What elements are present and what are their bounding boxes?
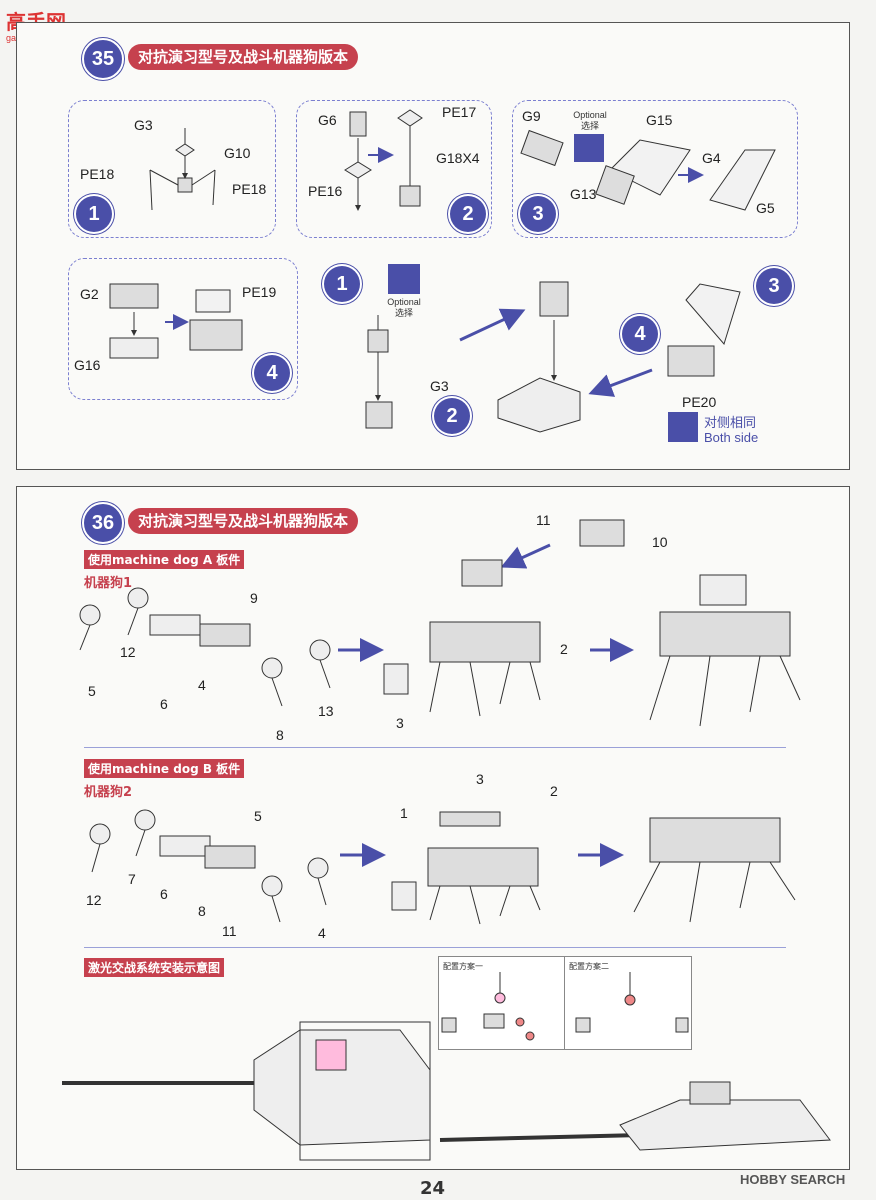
dog-b-bar: 使用machine dog B 板件 (84, 759, 245, 778)
part-label: 1 (400, 805, 408, 821)
section-divider (84, 947, 786, 948)
substep-1-box (68, 100, 276, 238)
final-ref-3: 3 (756, 268, 792, 304)
part-label: G10 (224, 145, 251, 161)
part-label: G18X4 (436, 150, 480, 166)
part-label: 3 (396, 715, 404, 731)
step-36-title: 对抗演习型号及战斗机器狗版本 (128, 508, 359, 534)
substep-number: 3 (520, 196, 556, 232)
part-label: G13 (570, 186, 597, 202)
part-label: 12 (86, 892, 102, 908)
step-35-panel (16, 22, 850, 470)
step-35-badge: 35 (82, 38, 124, 80)
hobby-search-logo: HOBBY SEARCH (740, 1172, 846, 1187)
part-label: G3 (430, 378, 449, 394)
final-ref-4: 4 (622, 316, 658, 352)
both-side-en: Both side (704, 430, 759, 445)
laser-scheme-box: 配置方案一 配置方案二 (438, 956, 692, 1050)
part-label: 9 (250, 590, 258, 606)
optional-en: Optional (573, 110, 607, 120)
substep-4-box (68, 258, 298, 400)
part-label: 8 (276, 727, 284, 743)
optional-select-icon (574, 134, 604, 162)
part-label: 2 (560, 641, 568, 657)
step-35-title: 对抗演习型号及战斗机器狗版本 (128, 44, 359, 70)
part-label: G3 (134, 117, 153, 133)
dog-a-name: 机器狗1 (84, 576, 133, 591)
optional-select-icon (388, 264, 420, 294)
part-label: 13 (318, 703, 334, 719)
final-ref-1: 1 (324, 266, 360, 302)
part-label: 5 (88, 683, 96, 699)
part-label: PE16 (308, 183, 343, 199)
part-label: G9 (522, 108, 541, 124)
part-label: G15 (646, 112, 673, 128)
part-label: 7 (128, 871, 136, 887)
part-label: PE20 (682, 394, 717, 410)
part-label: 10 (652, 534, 668, 550)
part-label: 4 (198, 677, 206, 693)
dog-b-name: 机器狗2 (84, 785, 133, 800)
substep-number: 4 (254, 355, 290, 391)
substep-3-box (512, 100, 798, 238)
substep-number: 1 (76, 196, 112, 232)
part-label: G2 (80, 286, 99, 302)
part-label: 5 (254, 808, 262, 824)
final-ref-2: 2 (434, 398, 470, 434)
part-label: PE18 (232, 181, 267, 197)
part-label: PE18 (80, 166, 115, 182)
substep-number: 2 (450, 196, 486, 232)
laser-section-bar: 激光交战系统安装示意图 (84, 958, 225, 977)
scheme-1-label: 配置方案一 (443, 962, 483, 971)
step-36-badge: 36 (82, 502, 124, 544)
optional-note: Optional 选择 (378, 297, 430, 319)
optional-note: Optional 选择 (566, 110, 614, 132)
part-label: PE19 (242, 284, 277, 300)
part-label: 12 (120, 644, 136, 660)
part-label: G16 (74, 357, 101, 373)
optional-cn: 选择 (394, 308, 413, 318)
part-label: 11 (536, 512, 551, 528)
optional-cn: 选择 (580, 121, 599, 131)
part-label: 6 (160, 886, 168, 902)
part-label: 6 (160, 696, 168, 712)
dog-a-bar: 使用machine dog A 板件 (84, 550, 245, 569)
section-divider (84, 747, 786, 748)
part-label: PE17 (442, 104, 477, 120)
both-side-icon (668, 412, 698, 442)
scheme-2-label: 配置方案二 (569, 962, 609, 971)
part-label: G4 (702, 150, 721, 166)
part-label: 11 (222, 923, 237, 939)
both-side-cn: 对侧相同 (704, 415, 757, 430)
part-label: 4 (318, 925, 326, 941)
part-label: 2 (550, 783, 558, 799)
part-label: G5 (756, 200, 775, 216)
part-label: G6 (318, 112, 337, 128)
substep-2-box (296, 100, 492, 238)
part-label: 3 (476, 771, 484, 787)
part-label: 8 (198, 903, 206, 919)
page-number: 24 (420, 1178, 446, 1199)
optional-en: Optional (387, 297, 421, 307)
